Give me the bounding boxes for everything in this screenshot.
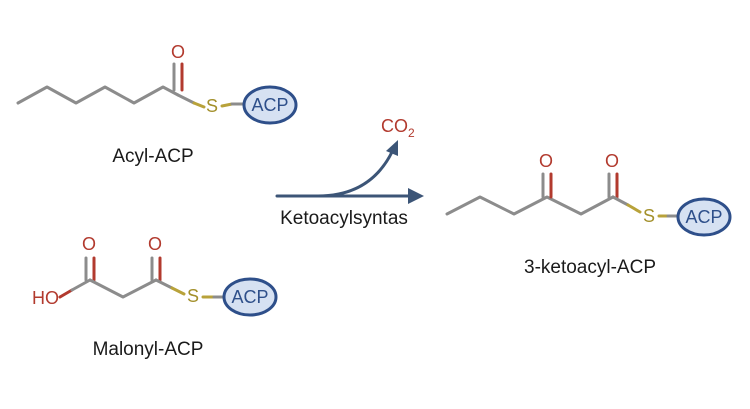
acyl-acp-molecule: O S ACP Acyl-ACP — [16, 42, 298, 167]
malonyl-sulfur-atom: S — [187, 286, 199, 306]
enzyme-label: Ketoacylsyntas — [280, 208, 408, 229]
malonyl-acp-ellipse — [222, 277, 278, 317]
malonyl-cs-bond-s — [170, 286, 186, 296]
malonyl-acp-label: Malonyl-ACP — [93, 339, 204, 360]
malonyl-acid-oxygen-atom: O — [82, 234, 96, 254]
ketoacyl-acp-molecule: O O S ACP 3-ketoacyl-ACP — [445, 151, 732, 278]
malonyl-acp-molecule: HO O O S ACP Malonyl-ACP — [32, 234, 278, 360]
ketoacyl-keto-oxygen-atom: O — [539, 151, 553, 171]
acyl-acp-label: Acyl-ACP — [112, 146, 193, 167]
malonyl-cs-bond — [154, 278, 174, 290]
ketoacyl-acp-text: ACP — [685, 207, 722, 227]
malonyl-ho-bond — [70, 278, 92, 292]
ketoacyl-cs-bond — [611, 195, 630, 207]
acyl-cs-bond — [176, 93, 196, 105]
ketoacyl-cs-bond-s — [626, 203, 642, 214]
acyl-oxygen-atom: O — [171, 42, 185, 62]
co2-branch-arrow — [316, 150, 394, 198]
reaction-arrow: CO2 Ketoacylsyntas — [275, 116, 424, 229]
ketoacyl-chain-bond — [445, 195, 615, 216]
malonyl-acp-text: ACP — [231, 287, 268, 307]
acyl-acp-text: ACP — [251, 95, 288, 115]
malonyl-chain-bond — [88, 278, 158, 299]
ketoacyl-acp-label: 3-ketoacyl-ACP — [524, 257, 656, 278]
acyl-acp-ellipse — [242, 85, 298, 125]
malonyl-thio-oxygen-atom: O — [148, 234, 162, 254]
main-arrow-head — [408, 188, 424, 204]
co2-branch-arrowhead — [386, 140, 398, 156]
acyl-cs-bond-s — [192, 101, 206, 109]
ketoacyl-acp-ellipse — [676, 197, 732, 237]
acyl-sulfur-atom: S — [206, 96, 218, 116]
ketoacyl-thio-oxygen-atom: O — [605, 151, 619, 171]
acyl-chain-bond — [16, 85, 180, 105]
malonyl-hydroxyl-atom: HO — [32, 288, 59, 308]
co2-label: CO2 — [381, 116, 415, 140]
ketoacyl-sulfur-atom: S — [643, 206, 655, 226]
malonyl-ho-bond-o — [58, 288, 74, 299]
acyl-sacp-bond — [220, 102, 234, 108]
